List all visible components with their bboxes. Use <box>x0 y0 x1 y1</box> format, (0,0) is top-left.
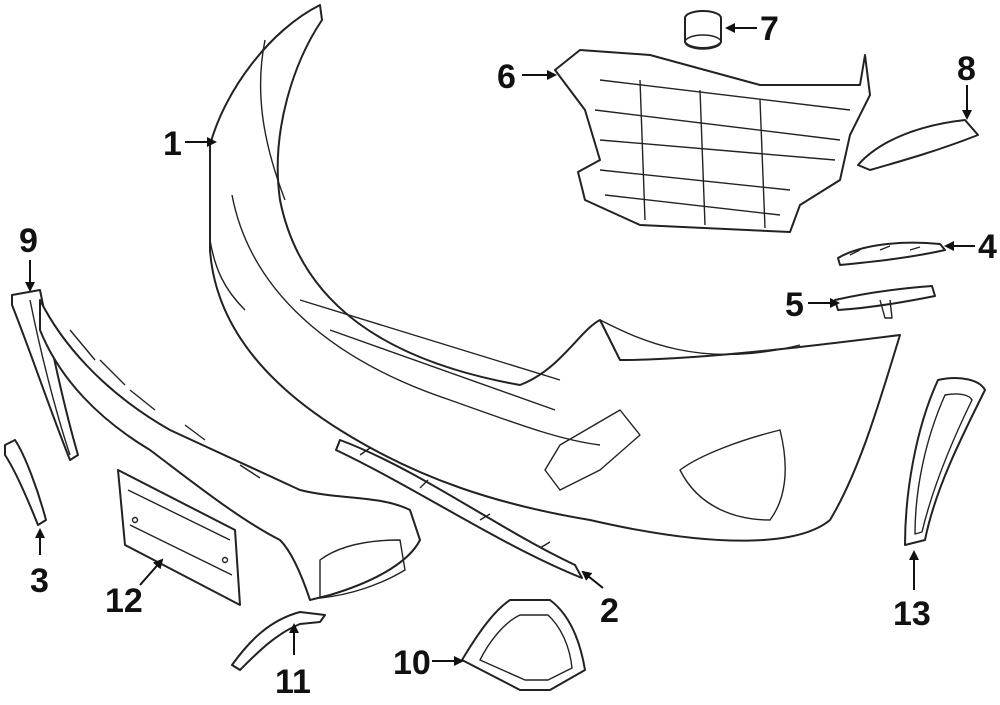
part-13-reflector[interactable] <box>904 377 986 546</box>
callout-1: 1 <box>163 125 182 163</box>
callout-10: 10 <box>393 644 431 682</box>
callout-6: 6 <box>497 58 516 96</box>
callout-7: 7 <box>760 10 779 48</box>
part-8-trim[interactable] <box>857 119 979 171</box>
part-12-license-bracket[interactable] <box>117 469 241 606</box>
part-1-bumper-cover[interactable] <box>209 4 901 542</box>
part-11-trim-strip[interactable] <box>231 611 326 671</box>
part-4-bracket[interactable] <box>837 241 946 266</box>
callout-5: 5 <box>785 286 804 324</box>
callout-8: 8 <box>957 50 976 88</box>
part-10-bezel[interactable] <box>461 599 586 691</box>
callout-3: 3 <box>30 562 49 600</box>
callout-9: 9 <box>19 222 38 260</box>
callout-11: 11 <box>275 663 311 701</box>
part-5-bracket[interactable] <box>834 285 936 319</box>
part-7-sensor[interactable] <box>684 10 722 50</box>
callout-12: 12 <box>105 582 143 620</box>
part-3-bracket[interactable] <box>4 439 47 526</box>
callout-13: 13 <box>893 595 931 633</box>
callout-4: 4 <box>978 228 997 266</box>
callout-2: 2 <box>600 592 619 630</box>
part-6-carrier[interactable] <box>554 49 871 233</box>
leader-12 <box>139 558 164 586</box>
part-lower-cover-left[interactable] <box>39 299 421 601</box>
leader-2 <box>581 570 604 589</box>
